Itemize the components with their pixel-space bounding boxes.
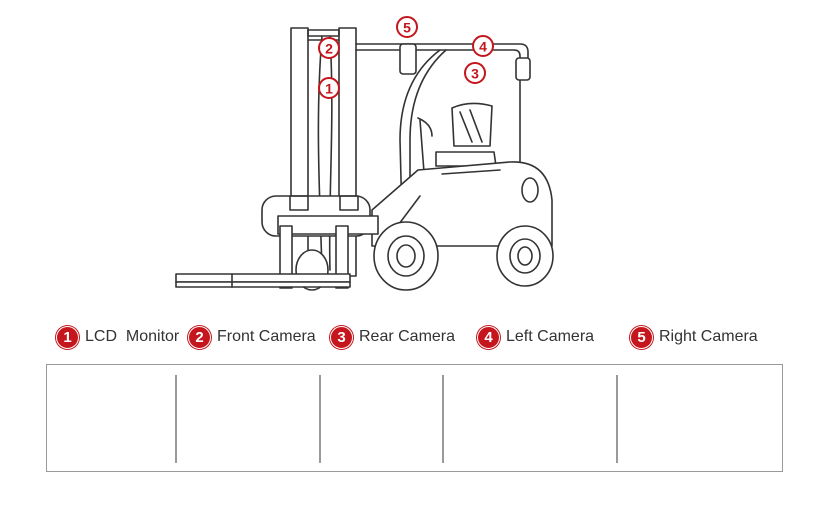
legend-badge-2: 2	[188, 325, 211, 349]
legend-item-right-camera: 5 Right Camera	[630, 322, 758, 352]
legend-badge-4: 4	[477, 325, 500, 349]
callout-1-number: 1	[325, 81, 333, 97]
legend-label-lcd-monitor: LCD Monitor	[85, 328, 180, 345]
callout-4-badge: 4	[472, 35, 494, 57]
callout-5-number: 5	[403, 20, 411, 36]
legend-label-rear-camera: Rear Camera	[359, 328, 456, 345]
forklift-line-drawing	[175, 27, 554, 291]
legend-label-right-camera: Right Camera	[659, 328, 758, 345]
callout-4-number: 4	[479, 39, 487, 55]
legend-item-rear-camera: 3 Rear Camera	[330, 322, 455, 352]
strip-divider	[442, 375, 444, 463]
strip-divider	[319, 375, 321, 463]
callout-1-badge: 1	[318, 77, 340, 99]
callout-3-badge: 3	[464, 62, 486, 84]
legend-item-lcd-monitor: 1 LCD Monitor	[56, 322, 179, 352]
legend-label-left-camera: Left Camera	[506, 328, 595, 345]
callout-2-number: 2	[325, 41, 333, 57]
callout-5-badge: 5	[396, 16, 418, 38]
legend-badge-3: 3	[330, 325, 353, 349]
callout-3-number: 3	[471, 66, 479, 82]
legend-label-front-camera: Front Camera	[217, 328, 316, 345]
legend-item-front-camera: 2 Front Camera	[188, 322, 316, 352]
camera-views-strip	[46, 364, 783, 472]
callout-2-badge: 2	[318, 37, 340, 59]
legend-badge-5: 5	[630, 325, 653, 349]
strip-divider	[616, 375, 618, 463]
strip-divider	[175, 375, 177, 463]
legend-badge-1: 1	[56, 325, 79, 349]
camera-legend: 1 LCD Monitor 2 Front Camera 3 Rear Came…	[0, 322, 825, 352]
legend-item-left-camera: 4 Left Camera	[477, 322, 594, 352]
